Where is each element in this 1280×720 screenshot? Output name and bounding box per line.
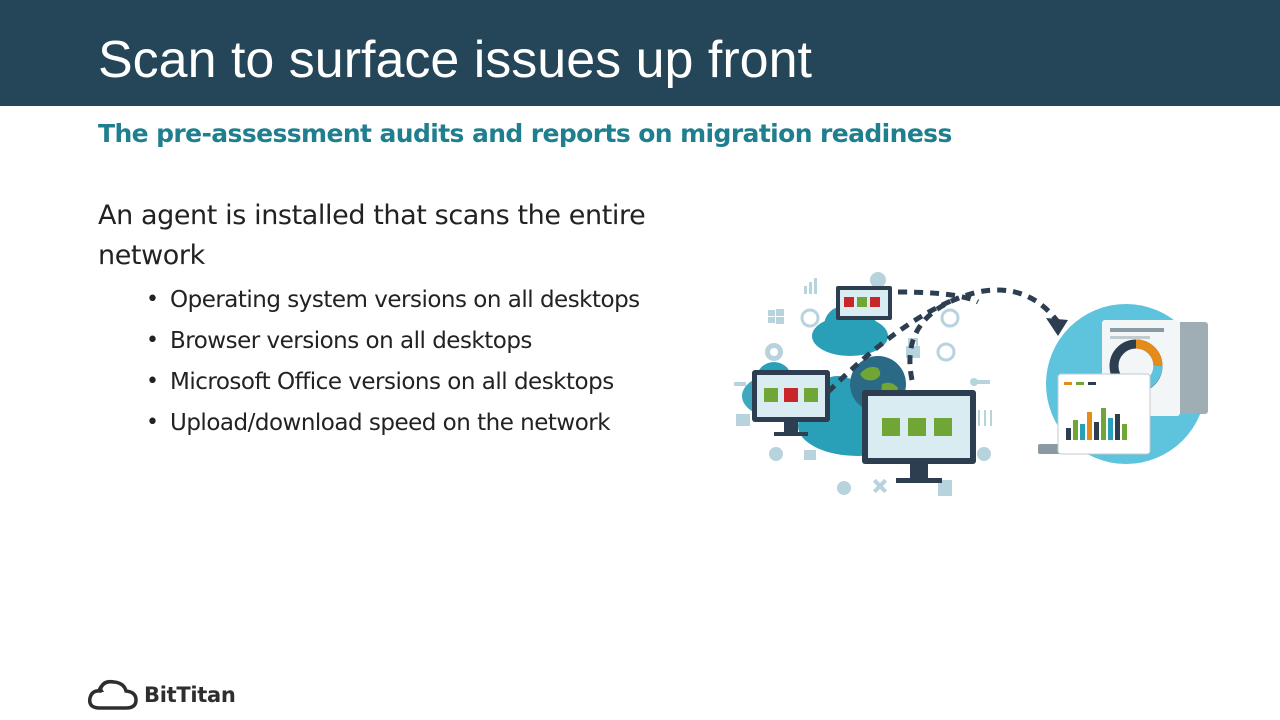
check-icon bbox=[882, 418, 900, 436]
cross-icon bbox=[844, 297, 854, 307]
bullet-dot: • bbox=[146, 287, 159, 312]
bullet-item: •Browser versions on all desktops bbox=[146, 325, 640, 366]
monitor-icon bbox=[836, 286, 892, 320]
check-icon bbox=[804, 388, 818, 402]
cloud-logo-icon bbox=[87, 679, 138, 710]
home-icon bbox=[736, 414, 750, 426]
lock-small-icon bbox=[804, 450, 816, 460]
apple-icon bbox=[837, 481, 851, 495]
tools-icon bbox=[872, 478, 888, 494]
stopwatch-icon bbox=[800, 308, 820, 328]
dashed-arrow-icon bbox=[826, 287, 1060, 394]
windows-icon bbox=[768, 309, 784, 324]
network-scan-illustration bbox=[734, 272, 1208, 496]
arrow-head-icon bbox=[1046, 318, 1068, 336]
lightbulb-icon bbox=[940, 308, 960, 328]
check-icon bbox=[934, 418, 952, 436]
monitor-icon bbox=[862, 390, 976, 483]
bar-chart-small-icon bbox=[804, 278, 817, 294]
ie-icon bbox=[936, 342, 956, 362]
check-icon bbox=[908, 418, 926, 436]
slide-title: Scan to surface issues up front bbox=[98, 31, 812, 89]
bullet-item: •Operating system versions on all deskto… bbox=[146, 284, 640, 325]
monitor-icon bbox=[752, 370, 830, 436]
report-document-icon bbox=[1038, 304, 1208, 464]
settings-icon bbox=[769, 447, 783, 461]
cross-icon bbox=[784, 388, 798, 402]
globe-icon bbox=[870, 272, 886, 288]
check-icon bbox=[764, 388, 778, 402]
bittitan-logo bbox=[87, 679, 138, 710]
bullet-dot: • bbox=[146, 369, 159, 394]
bullet-dot: • bbox=[146, 328, 159, 353]
sliders-icon bbox=[978, 410, 992, 426]
bar-chart-icon bbox=[1066, 408, 1127, 440]
check-icon bbox=[857, 297, 867, 307]
bullet-item: •Microsoft Office versions on all deskto… bbox=[146, 366, 640, 407]
title-bar: Scan to surface issues up front bbox=[0, 0, 1280, 106]
intro-text: An agent is installed that scans the ent… bbox=[98, 200, 646, 271]
logo-text: BitTitan bbox=[144, 683, 236, 707]
bullet-dot: • bbox=[146, 410, 159, 435]
key-icon bbox=[970, 378, 990, 386]
cloud-icon bbox=[812, 306, 888, 356]
bullet-list: •Operating system versions on all deskto… bbox=[146, 284, 640, 448]
bullet-item: •Upload/download speed on the network bbox=[146, 407, 640, 448]
office-icon bbox=[938, 480, 952, 496]
wrench-icon bbox=[734, 382, 746, 386]
cross-icon bbox=[870, 297, 880, 307]
skype-icon bbox=[977, 447, 991, 461]
slide-subtitle: The pre-assessment audits and reports on… bbox=[98, 119, 952, 148]
chrome-icon bbox=[765, 343, 783, 361]
